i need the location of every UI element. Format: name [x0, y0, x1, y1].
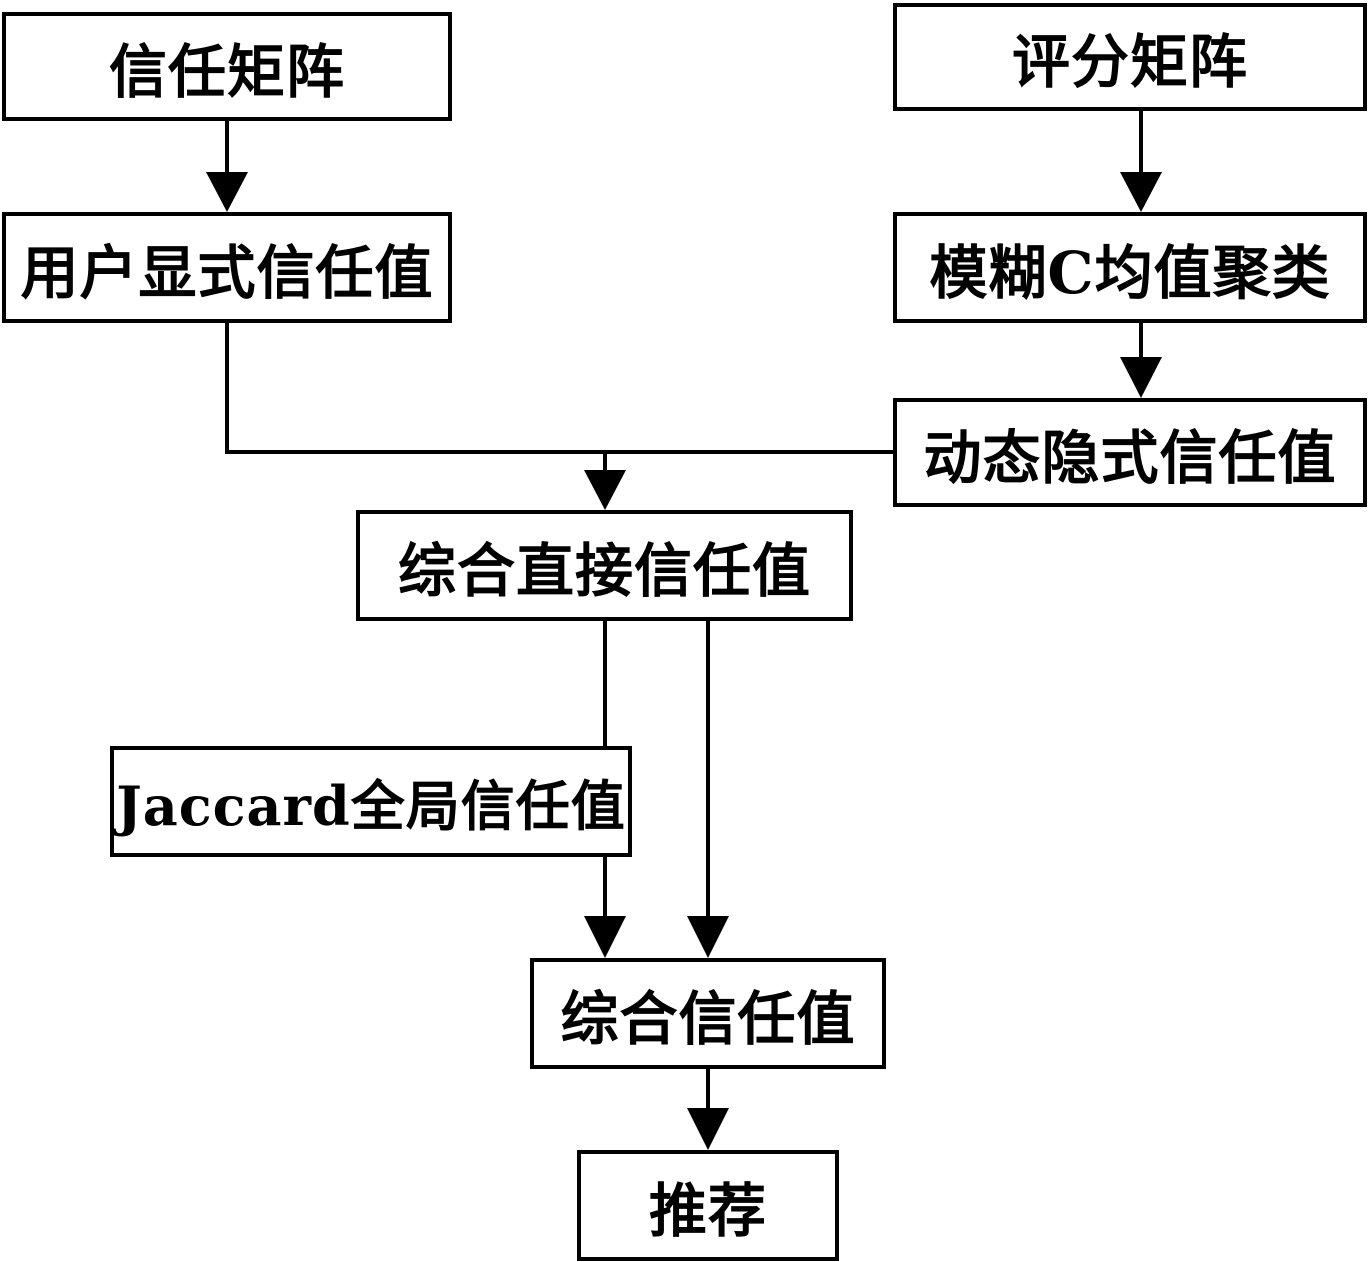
edge-combined-to-recommend	[687, 1069, 729, 1150]
node-combined-trust: 综合信任值	[530, 958, 886, 1069]
edge-merge-to-direct-trust	[225, 323, 893, 510]
node-label: 模糊C均值聚类	[929, 238, 1331, 307]
node-label: 推荐	[648, 1176, 767, 1245]
node-dynamic-implicit-trust: 动态隐式信任值	[893, 398, 1367, 507]
node-recommend: 推荐	[577, 1150, 839, 1261]
edge-fcm-to-dynamic-implicit	[1120, 323, 1162, 398]
node-label: Jaccard全局信任值	[116, 774, 626, 838]
edge-direct-trust-to-combined	[687, 621, 729, 958]
node-label: 信任矩阵	[108, 37, 345, 106]
node-label: 动态隐式信任值	[923, 423, 1337, 492]
node-combined-direct-trust: 综合直接信任值	[356, 510, 853, 621]
node-label: 综合直接信任值	[397, 536, 811, 605]
edge-jaccard-to-combined	[584, 857, 626, 958]
node-rating-matrix: 评分矩阵	[893, 3, 1367, 111]
node-trust-matrix: 信任矩阵	[2, 12, 452, 121]
edge-trust-matrix-to-user-explicit	[206, 121, 248, 212]
node-jaccard-global-trust: Jaccard全局信任值	[110, 746, 632, 857]
node-user-explicit-trust: 用户显式信任值	[2, 212, 452, 323]
edge-rating-matrix-to-fcm	[1120, 111, 1162, 212]
node-label: 用户显式信任值	[20, 238, 434, 307]
node-label: 评分矩阵	[1011, 28, 1248, 96]
node-fuzzy-c-means: 模糊C均值聚类	[893, 212, 1367, 323]
node-label: 综合信任值	[560, 984, 856, 1053]
